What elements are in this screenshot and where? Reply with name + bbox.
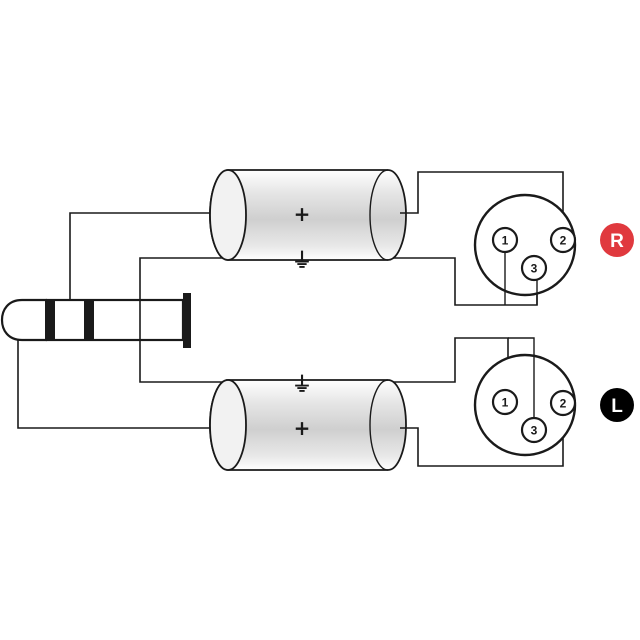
cable-bottom-right-end-arc: [369, 379, 389, 471]
cable-bottom-left-end: [209, 379, 247, 471]
jack-tip: [0, 298, 47, 342]
xlr-right-pin-1-label: 1: [502, 234, 509, 248]
xlr-right-pin-3: [520, 254, 548, 282]
badge-right-label: R: [610, 231, 624, 252]
cable-bottom: ⏚ +: [209, 372, 407, 471]
badge-left-circle: [600, 388, 634, 422]
trs-jack-plug: [0, 293, 191, 348]
wire-bottom-signal-to-pin2: [400, 415, 564, 467]
xlr-connector-left: 1 2 3: [473, 337, 577, 457]
jack-shaft: [45, 298, 185, 342]
jack-ring-band-1: [45, 300, 55, 340]
cable-top-right-end-arc: [369, 169, 389, 261]
xlr-right-pin-2: [549, 226, 577, 254]
wire-top-signal-to-pin2: [400, 171, 564, 228]
cable-top-left-end: [209, 169, 247, 261]
xlr-left-pin-1-label: 1: [502, 396, 509, 410]
xlr-left-pin-3: [520, 416, 548, 444]
badge-left-label: L: [611, 396, 623, 417]
xlr-right-pin-2-label: 2: [560, 234, 567, 248]
jack-collar: [183, 293, 191, 348]
xlr-right-pin1-to-ground: [504, 252, 538, 305]
jack-ring-band-2: [84, 300, 94, 340]
wire-bottom-ground-to-pins: [400, 337, 509, 392]
cable-top-ground-symbol: ⏚: [292, 248, 312, 272]
xlr-left-pin-2: [549, 389, 577, 417]
channel-badge-right: R: [600, 223, 634, 257]
cable-top-signal-symbol: +: [294, 202, 311, 226]
xlr-left-pin-3-label: 3: [531, 424, 538, 438]
xlr-left-pin-2-label: 2: [560, 397, 567, 411]
xlr-connector-right: 1 2 3: [473, 193, 577, 305]
xlr-left-pin3-to-ground: [508, 337, 535, 420]
cable-top: + ⏚: [209, 169, 407, 272]
xlr-left-pin-1: [491, 388, 519, 416]
cable-bottom-ground-symbol: ⏚: [292, 372, 312, 396]
channel-badge-left: L: [600, 388, 634, 422]
cable-bottom-signal-symbol: +: [294, 416, 311, 440]
xlr-right-pin-3-label: 3: [531, 262, 538, 276]
xlr-right-pin-1: [491, 226, 519, 254]
badge-right-circle: [600, 223, 634, 257]
